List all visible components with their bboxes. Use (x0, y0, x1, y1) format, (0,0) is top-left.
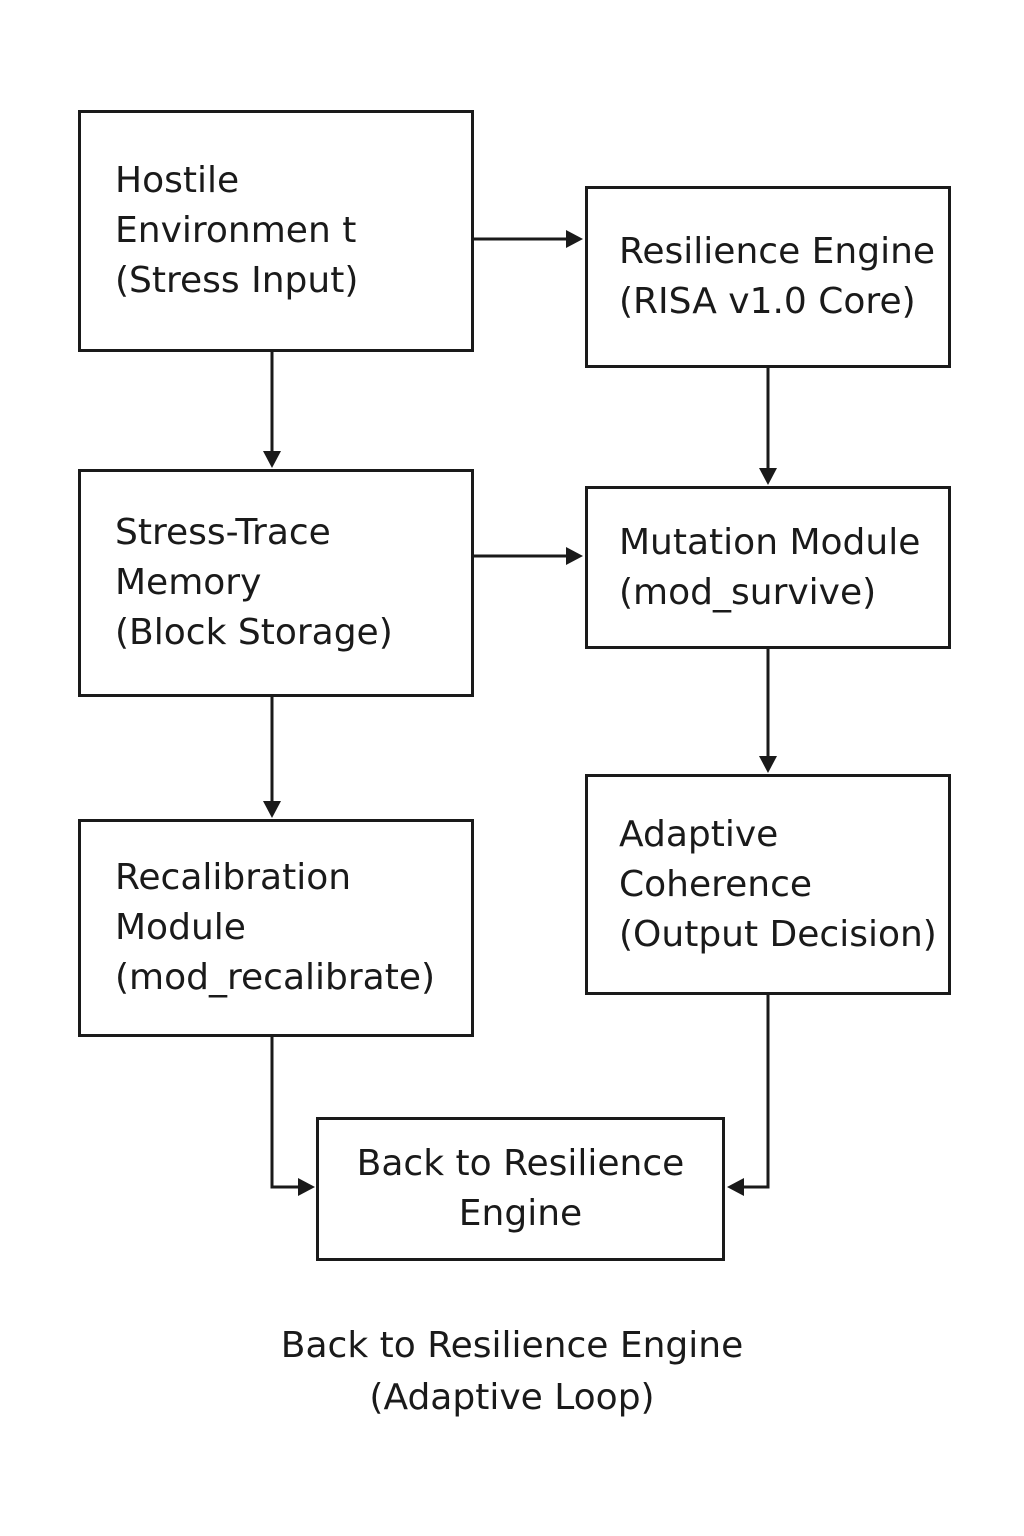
arrow-adaptive-to-back (730, 995, 770, 1189)
arrowhead-adaptive-to-back (727, 1178, 744, 1196)
node-resilience-engine: Resilience Engine (RISA v1.0 Core) (585, 186, 951, 368)
arrowhead-hostile-to-resilience (566, 230, 583, 248)
arrowhead-recalibration-to-back (298, 1178, 315, 1196)
node-recalibration-line-3: (mod_recalibrate) (115, 957, 436, 998)
node-mutation-line-2: (mod_survive) (619, 571, 877, 613)
node-resilience-line-2: (RISA v1.0 Core) (619, 281, 916, 322)
node-recalibration-module: Recalibration Module (mod_recalibrate) (78, 819, 474, 1037)
node-hostile-environment: Hostile Environmen t (Stress Input) (78, 110, 474, 352)
arrow-recalibration-to-back (270, 1037, 312, 1189)
node-mutation-line-1: Mutation Module (619, 521, 921, 563)
node-stress-trace-line-1: Stress-Trace (115, 512, 331, 553)
node-back-line-2: Engine (458, 1193, 583, 1234)
node-hostile-line-1: Hostile (115, 160, 240, 201)
node-recalibration-line-1: Recalibration (115, 857, 352, 898)
diagram-footer-caption: Back to Resilience Engine (Adaptive Loop… (0, 1320, 1024, 1424)
arrowhead-resilience-to-mutation (759, 468, 777, 485)
footer-line-1: Back to Resilience Engine (280, 1325, 744, 1366)
arrowhead-stress-trace-to-recalibration (263, 801, 281, 818)
node-adaptive-coherence: Adaptive Coherence (Output Decision) (585, 774, 951, 995)
node-adaptive-line-2: Coherence (619, 863, 813, 905)
node-stress-trace-line-2: Memory (115, 562, 262, 603)
node-resilience-line-1: Resilience Engine (619, 231, 936, 272)
node-back-line-1: Back to Resilience (356, 1143, 685, 1184)
arrowhead-mutation-to-adaptive (759, 756, 777, 773)
arrowhead-hostile-to-stress-trace (263, 451, 281, 468)
node-stress-trace-memory: Stress-Trace Memory (Block Storage) (78, 469, 474, 697)
node-stress-trace-line-3: (Block Storage) (115, 612, 393, 653)
footer-line-2: (Adaptive Loop) (369, 1377, 655, 1418)
node-hostile-line-3: (Stress Input) (115, 260, 359, 301)
node-recalibration-line-2: Module (115, 907, 246, 948)
node-hostile-line-2: Environmen t (115, 210, 357, 251)
node-back-to-resilience: Back to Resilience Engine (316, 1117, 725, 1261)
node-adaptive-line-1: Adaptive (619, 813, 779, 855)
arrowhead-stress-trace-to-mutation (566, 547, 583, 565)
node-adaptive-line-3: (Output Decision) (619, 913, 937, 955)
node-mutation-module: Mutation Module (mod_survive) (585, 486, 951, 649)
